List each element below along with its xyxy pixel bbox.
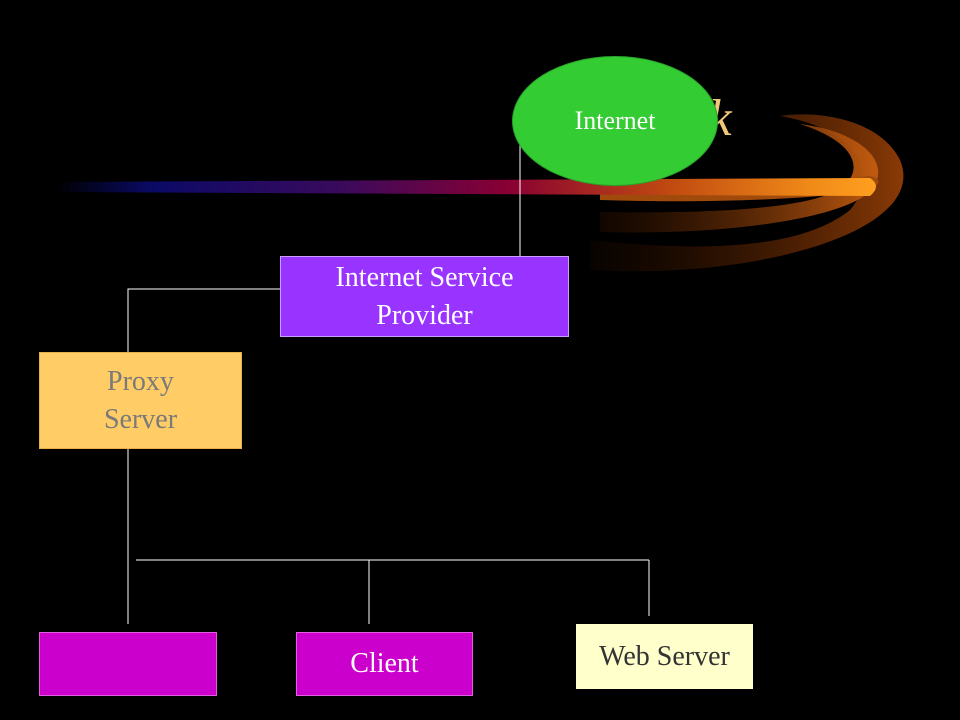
web-server-label: Web Server xyxy=(599,640,730,672)
client-node: Client xyxy=(296,632,473,696)
unlabeled-client-node xyxy=(39,632,217,696)
proxy-server-label: Proxy Server xyxy=(104,363,177,439)
web-server-node: Web Server xyxy=(576,624,753,689)
internet-node: Internet xyxy=(512,56,718,186)
proxy-label-line1: Proxy xyxy=(107,365,174,397)
proxy-server-node: Proxy Server xyxy=(39,352,242,449)
client-label: Client xyxy=(350,648,419,679)
proxy-label-line2: Server xyxy=(103,403,178,435)
connector-isp-proxy xyxy=(127,288,280,352)
isp-label-line2: Provider xyxy=(376,299,473,331)
isp-label-line1: Internet Service xyxy=(335,261,514,293)
internet-label: Internet xyxy=(574,106,656,135)
isp-label: Internet Service Provider xyxy=(335,259,513,335)
isp-node: Internet Service Provider xyxy=(280,256,569,337)
